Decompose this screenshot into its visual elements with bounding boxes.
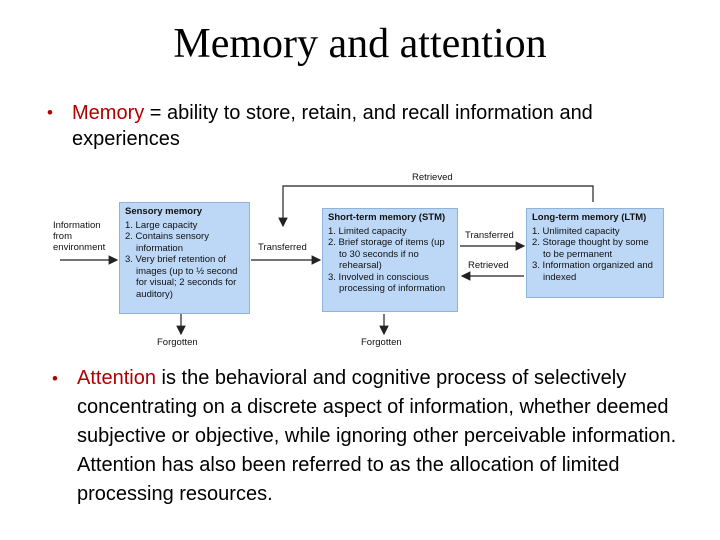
bullet-dot: • bbox=[47, 103, 53, 122]
sensory-item: 2. Contains sensory information bbox=[125, 231, 209, 254]
stm-item: 1. Limited capacity bbox=[328, 225, 407, 237]
sensory-memory-title: Sensory memory bbox=[125, 206, 203, 217]
forgotten-mid-label: Forgotten bbox=[361, 337, 402, 348]
stm-item: 3. Involved in conscious processing of i… bbox=[328, 271, 446, 295]
stm-item: 2. Brief storage of items (up to 30 seco… bbox=[328, 237, 445, 271]
bullet-attention: • Attention is the behavioral and cognit… bbox=[52, 364, 702, 509]
sensory-memory-box: Sensory memory 1. Large capacity 2. Cont… bbox=[119, 202, 250, 314]
diagram-arrows bbox=[60, 185, 594, 336]
sensory-item: 1. Large capacity bbox=[125, 219, 198, 231]
stm-box: Short-term memory (STM) 1. Limited capac… bbox=[322, 208, 458, 312]
retrieved-top-label: Retrieved bbox=[412, 172, 453, 183]
transferred-right-label: Transferred bbox=[465, 230, 514, 241]
ltm-item: 1. Unlimited capacity bbox=[532, 225, 620, 237]
term-memory: Memory bbox=[72, 102, 145, 124]
term-attention: Attention bbox=[77, 367, 156, 389]
sensory-item: 3. Very brief retention of images (up to… bbox=[125, 254, 238, 300]
ltm-item: 3. Information organized and indexed bbox=[532, 260, 653, 283]
ltm-title: Long-term memory (LTM) bbox=[532, 212, 647, 223]
page-title: Memory and attention bbox=[173, 21, 547, 67]
memory-model-diagram: Information from environment Retrieved T… bbox=[0, 168, 720, 352]
bullet-dot: • bbox=[52, 369, 58, 388]
retrieved-top-arrow bbox=[278, 185, 594, 228]
ltm-item: 2. Storage thought by some to be permane… bbox=[532, 237, 649, 260]
memory-definition: = ability to store, retain, and recall i… bbox=[72, 102, 593, 150]
transferred-left-label: Transferred bbox=[258, 242, 307, 253]
bullet-memory: • Memory = ability to store, retain, and… bbox=[47, 100, 692, 152]
ltm-box: Long-term memory (LTM) 1. Unlimited capa… bbox=[526, 208, 664, 298]
input-label: Information from environment bbox=[53, 220, 106, 253]
retrieved-right-label: Retrieved bbox=[468, 260, 509, 271]
forgotten-left-label: Forgotten bbox=[157, 337, 198, 348]
stm-title: Short-term memory (STM) bbox=[328, 212, 446, 223]
attention-definition: is the behavioral and cognitive process … bbox=[77, 367, 677, 505]
